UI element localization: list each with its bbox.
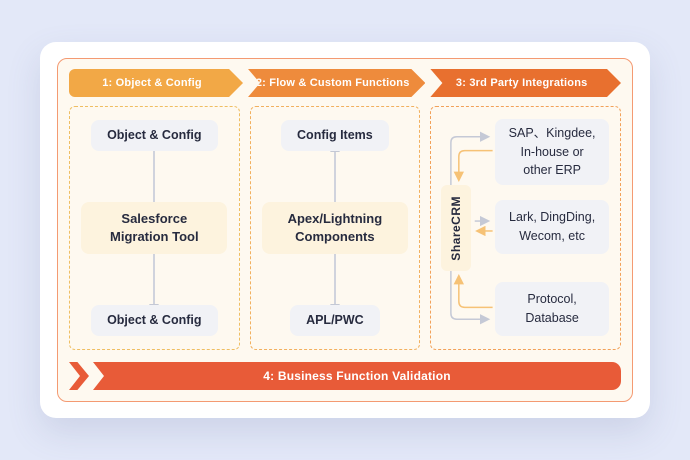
column-flow-functions-content: Config Items Apex/Lightning Components A… [251,107,420,349]
column-object-config-content: Object & Config Salesforce Migration Too… [70,107,239,349]
validation-banner-row: 4: Business Function Validation [69,362,621,390]
stage-3-label: 3: 3rd Party Integrations [455,77,588,89]
validation-banner-label: 4: Business Function Validation [263,369,451,383]
columns-row: Object & Config Salesforce Migration Too… [69,106,622,350]
column-flow-functions: Config Items Apex/Lightning Components A… [249,106,421,350]
diagram-panel: 1: Object & Config 2: Flow & Custom Func… [57,58,633,402]
stage-2-banner: 2: Flow & Custom Functions [248,69,425,97]
column-object-config: Object & Config Salesforce Migration Too… [69,106,240,350]
stage-banner-row: 1: Object & Config 2: Flow & Custom Func… [69,69,621,97]
sharecrm-label: ShareCRM [449,195,464,261]
integration-arrows [450,131,493,325]
protocol-database-target-box: Protocol, Database [495,282,610,336]
column-integrations: ShareCRM SAP、Kingdee, In-house or other … [430,106,622,350]
config-items-box: Config Items [281,120,389,151]
stage-3-banner: 3: 3rd Party Integrations [430,69,621,97]
validation-banner: 4: Business Function Validation [93,362,621,390]
stage-1-banner: 1: Object & Config [69,69,243,97]
target-object-config-box: Object & Config [91,305,218,336]
erp-target-box: SAP、Kingdee, In-house or other ERP [495,119,610,185]
stage-1-label: 1: Object & Config [102,77,202,89]
salesforce-migration-tool-box: Salesforce Migration Tool [81,202,228,254]
apl-pwc-box: APL/PWC [290,305,380,336]
sharecrm-hub-box: ShareCRM [441,185,472,271]
stage-2-label: 2: Flow & Custom Functions [255,77,410,89]
source-object-config-box: Object & Config [91,120,218,151]
diagram-card: 1: Object & Config 2: Flow & Custom Func… [40,42,650,418]
messaging-target-box: Lark, DingDing, Wecom, etc [495,200,610,254]
chevron-icon [69,362,89,390]
apex-lightning-components-box: Apex/Lightning Components [261,202,408,254]
